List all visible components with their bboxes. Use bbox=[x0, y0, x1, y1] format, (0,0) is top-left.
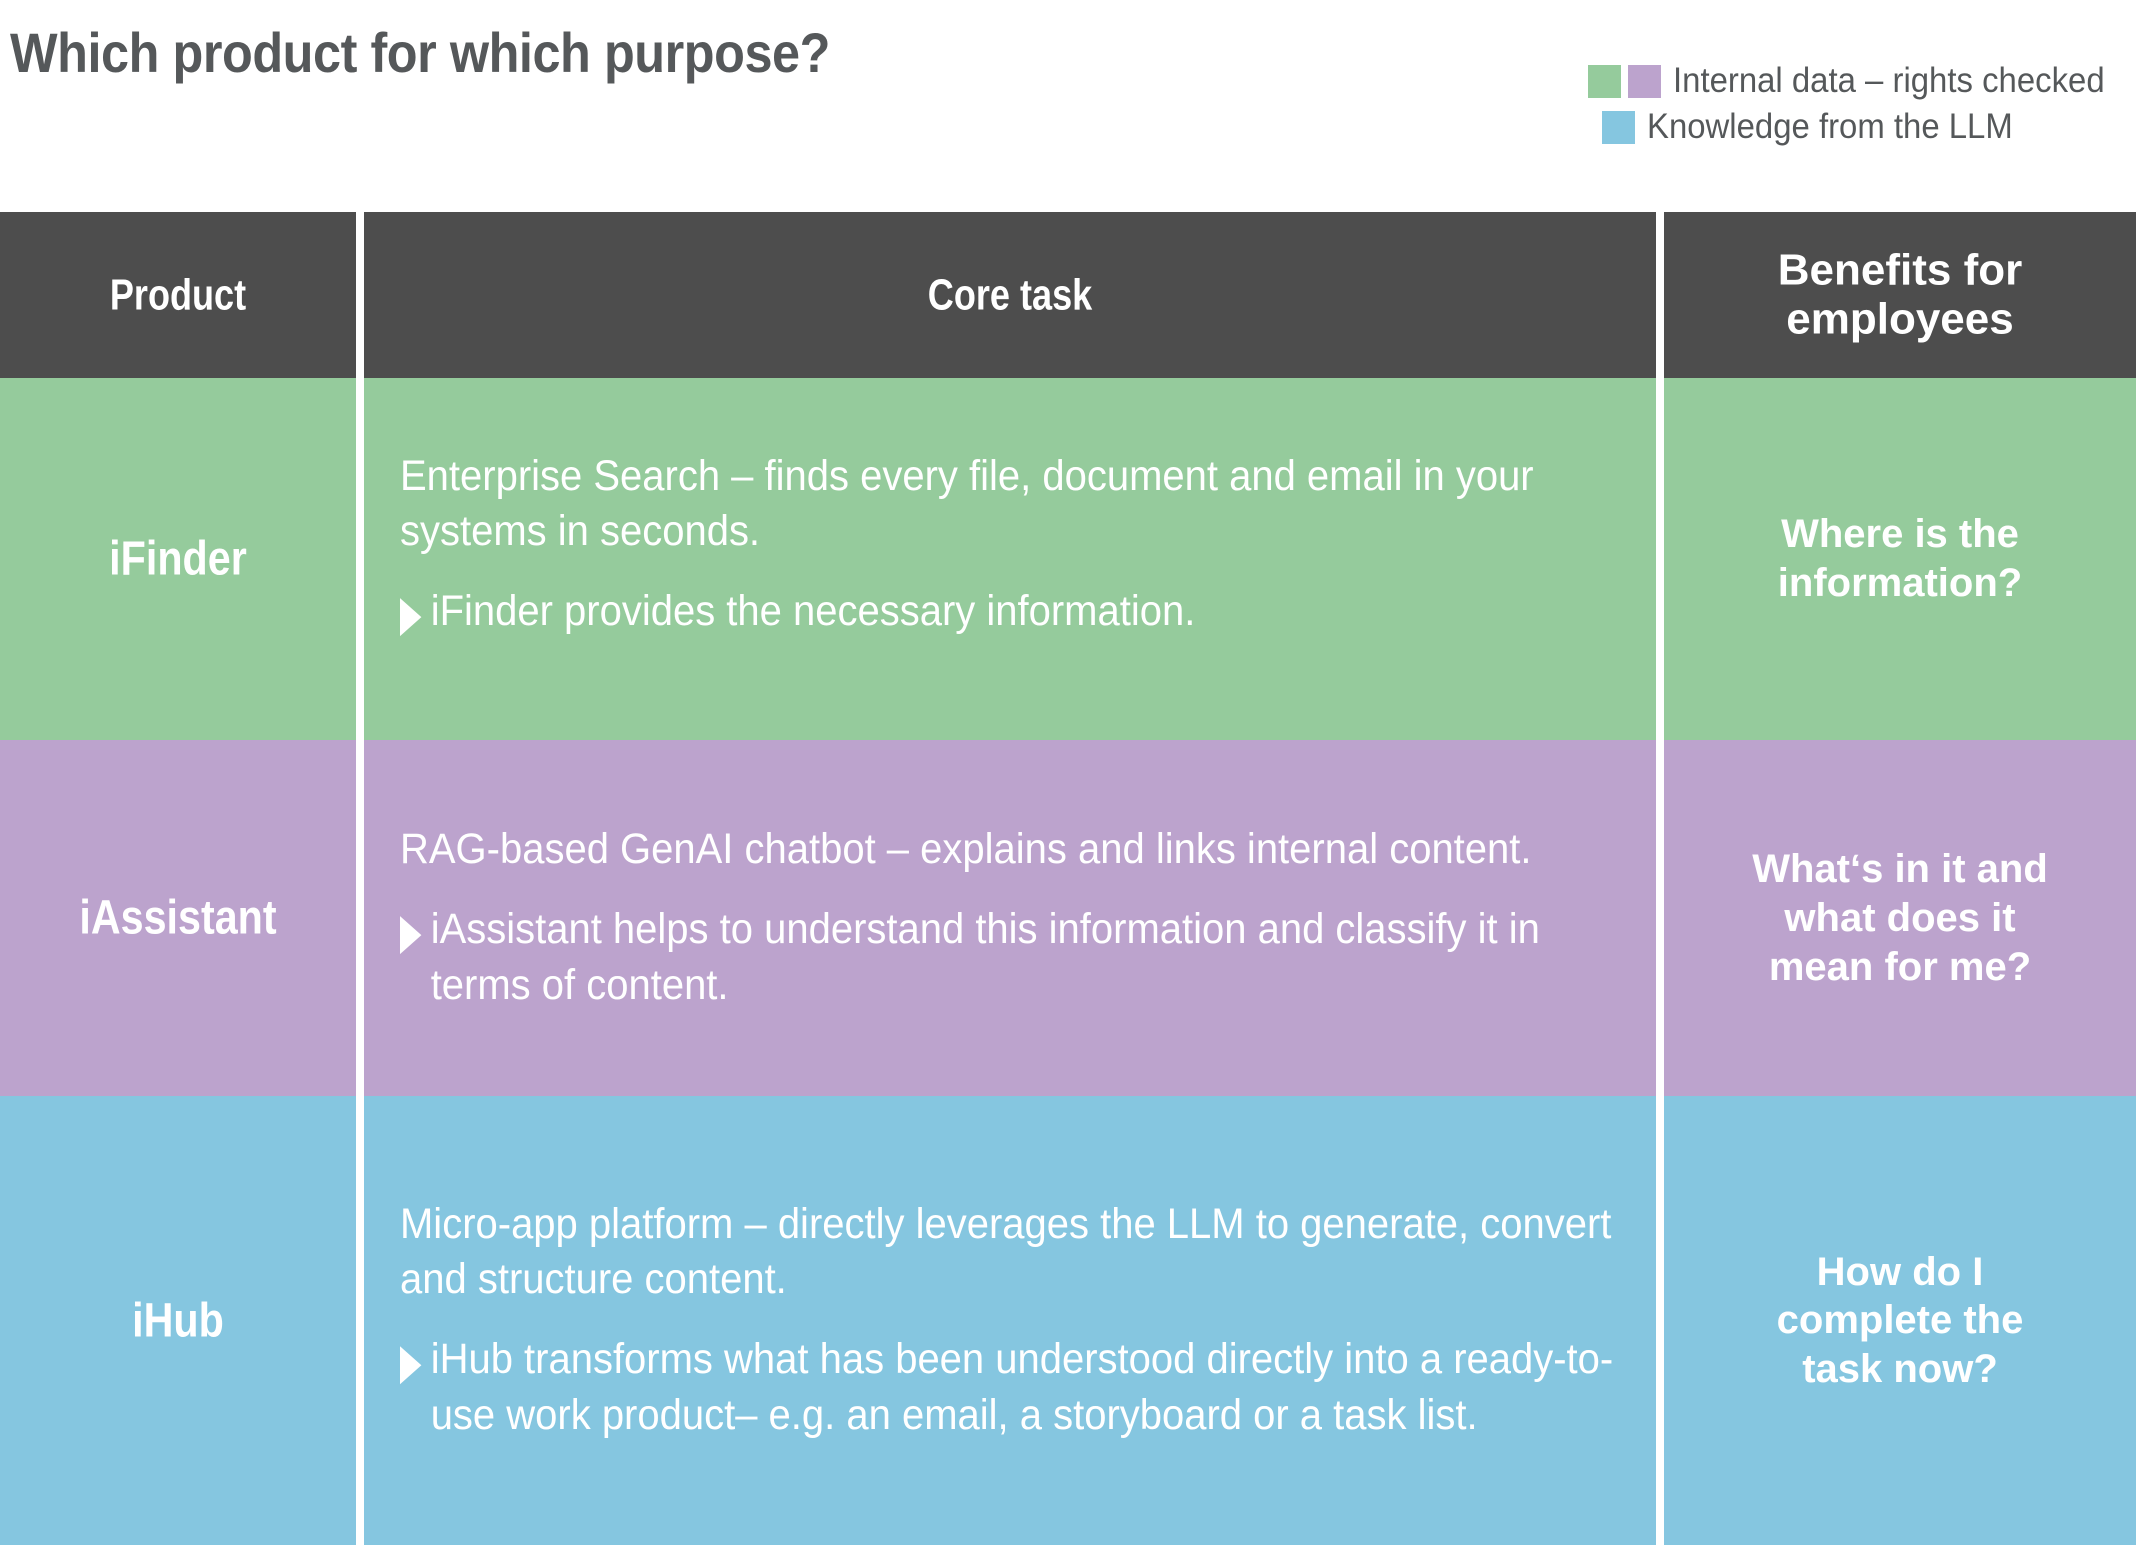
table-header-row: Product Core task Benefits for employees bbox=[0, 212, 2136, 378]
header-label-benefits: Benefits for employees bbox=[1664, 246, 2136, 345]
legend-swatch-purple bbox=[1627, 64, 1661, 98]
column-divider-1 bbox=[356, 378, 364, 740]
benefit-cell-iassistant: What‘s in it and what does it mean for m… bbox=[1664, 740, 2136, 1096]
core-task-body: Enterprise Search – finds every file, do… bbox=[400, 449, 1616, 641]
triangle-right-icon bbox=[400, 916, 422, 955]
benefit-line: Where is the bbox=[1781, 512, 2019, 557]
header-cell-benefits: Benefits for employees bbox=[1664, 212, 2136, 378]
benefit-text: What‘s in it and what does it mean for m… bbox=[1680, 845, 2120, 991]
column-divider-1 bbox=[356, 740, 364, 1096]
core-task-lead: Micro-app platform – directly leverages … bbox=[400, 1199, 1612, 1304]
table-row: iFinder Enterprise Search – finds every … bbox=[0, 378, 2136, 740]
benefit-line: What‘s in it and bbox=[1752, 846, 2048, 891]
header-label-core-task: Core task bbox=[927, 270, 1093, 320]
core-task-bullet: iHub transforms what has been understood… bbox=[400, 1333, 1616, 1445]
benefit-line: How do I bbox=[1816, 1249, 1984, 1294]
core-task-cell-iassistant: RAG-based GenAI chatbot – explains and l… bbox=[364, 740, 1656, 1096]
core-task-bullet-text: iHub transforms what has been understood… bbox=[430, 1335, 1614, 1440]
header-label-product: Product bbox=[109, 270, 247, 320]
header-cell-product: Product bbox=[0, 212, 356, 378]
legend-item-llm-knowledge: Knowledge from the LLM bbox=[1601, 107, 2036, 146]
product-cell-iassistant: iAssistant bbox=[0, 740, 356, 1096]
column-divider-2 bbox=[1656, 740, 1664, 1096]
product-label: iAssistant bbox=[79, 891, 277, 945]
core-task-lead: Enterprise Search – finds every file, do… bbox=[400, 451, 1534, 556]
triangle-right-icon bbox=[400, 598, 422, 637]
benefit-line: complete the bbox=[1776, 1298, 2024, 1343]
column-divider-1 bbox=[356, 212, 364, 378]
legend: Internal data – rights checked Knowledge… bbox=[1587, 61, 2132, 146]
benefit-text: How do I complete the task now? bbox=[1680, 1247, 2120, 1393]
header-cell-core-task: Core task bbox=[364, 212, 1656, 378]
benefit-line: task now? bbox=[1802, 1346, 1998, 1391]
column-divider-2 bbox=[1656, 378, 1664, 740]
core-task-bullet-text: iFinder provides the necessary informati… bbox=[430, 587, 1196, 636]
product-label: iHub bbox=[132, 1294, 224, 1347]
benefit-line: information? bbox=[1777, 561, 2023, 605]
triangle-right-icon bbox=[400, 1346, 422, 1385]
header-label-benefits-line2: employees bbox=[1786, 295, 2014, 344]
column-divider-2 bbox=[1656, 1096, 1664, 1545]
legend-label-llm-knowledge: Knowledge from the LLM bbox=[1646, 107, 2013, 146]
benefit-cell-ifinder: Where is the information? bbox=[1664, 378, 2136, 740]
core-task-cell-ifinder: Enterprise Search – finds every file, do… bbox=[364, 378, 1656, 740]
table-row: iAssistant RAG-based GenAI chatbot – exp… bbox=[0, 740, 2136, 1096]
column-divider-2 bbox=[1656, 212, 1664, 378]
legend-label-internal-data: Internal data – rights checked bbox=[1672, 61, 2105, 100]
legend-swatch-green bbox=[1587, 64, 1621, 98]
core-task-body: RAG-based GenAI chatbot – explains and l… bbox=[400, 822, 1616, 1014]
core-task-body: Micro-app platform – directly leverages … bbox=[400, 1197, 1616, 1445]
benefit-line: mean for me? bbox=[1768, 944, 2032, 989]
product-label: iFinder bbox=[109, 532, 247, 586]
benefit-line: what does it bbox=[1784, 895, 2016, 940]
page-title: Which product for which purpose? bbox=[10, 21, 830, 84]
benefit-text: Where is the information? bbox=[1680, 510, 2120, 608]
core-task-lead: RAG-based GenAI chatbot – explains and l… bbox=[400, 825, 1532, 874]
core-task-bullet: iFinder provides the necessary informati… bbox=[400, 584, 1616, 640]
legend-item-internal-data: Internal data – rights checked bbox=[1587, 61, 2132, 100]
core-task-cell-ihub: Micro-app platform – directly leverages … bbox=[364, 1096, 1656, 1545]
benefit-cell-ihub: How do I complete the task now? bbox=[1664, 1096, 2136, 1545]
product-cell-ifinder: iFinder bbox=[0, 378, 356, 740]
column-divider-1 bbox=[356, 1096, 364, 1545]
product-cell-ihub: iHub bbox=[0, 1096, 356, 1545]
legend-swatch-blue bbox=[1601, 110, 1635, 144]
core-task-bullet-text: iAssistant helps to understand this info… bbox=[430, 905, 1540, 1009]
table-row: iHub Micro-app platform – directly lever… bbox=[0, 1096, 2136, 1545]
core-task-bullet: iAssistant helps to understand this info… bbox=[400, 902, 1616, 1014]
header-label-benefits-line1: Benefits for bbox=[1777, 245, 2023, 295]
comparison-table: Product Core task Benefits for employees… bbox=[0, 212, 2136, 1545]
